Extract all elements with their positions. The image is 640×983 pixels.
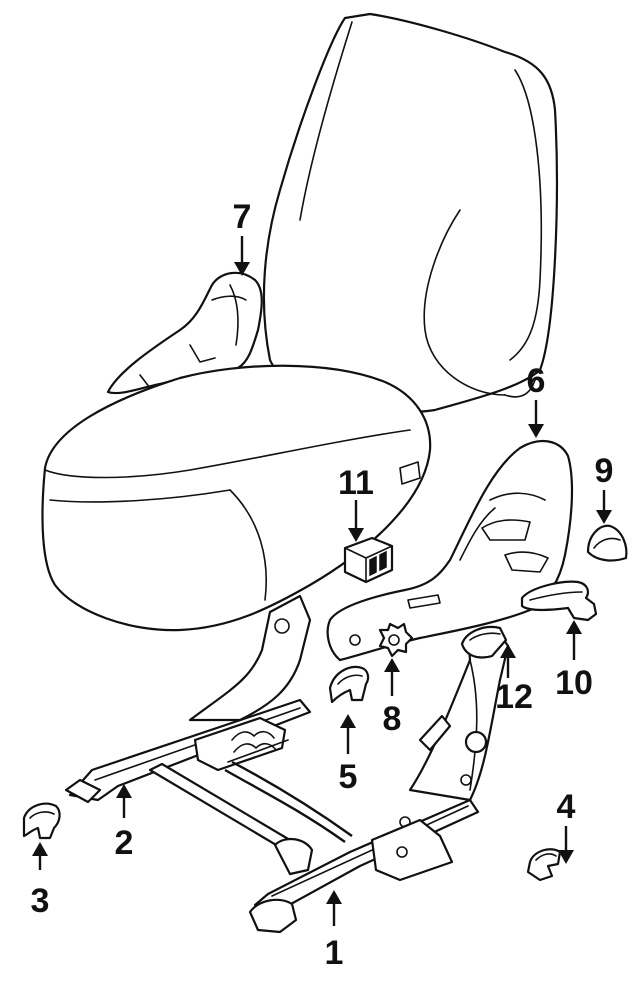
switch-part-11 bbox=[343, 536, 394, 584]
callout-labels: 7 6 11 9 10 8 12 5 2 3 4 1 bbox=[31, 198, 614, 972]
callout-11: 11 bbox=[338, 464, 374, 502]
callout-10: 10 bbox=[555, 664, 593, 702]
callout-8: 8 bbox=[383, 700, 402, 738]
callout-2: 2 bbox=[115, 824, 134, 862]
arrow-9 bbox=[596, 510, 612, 524]
knob-part-9 bbox=[586, 524, 628, 562]
arrow-11 bbox=[348, 528, 364, 542]
callout-4: 4 bbox=[557, 788, 576, 826]
arrow-3 bbox=[32, 842, 48, 856]
arrow-12 bbox=[500, 644, 516, 658]
callout-1: 1 bbox=[325, 934, 344, 972]
callout-5: 5 bbox=[339, 758, 358, 796]
arrow-1 bbox=[326, 890, 342, 904]
arrow-8 bbox=[384, 658, 400, 672]
callout-9: 9 bbox=[595, 452, 614, 490]
callout-12: 12 bbox=[495, 678, 533, 716]
arrow-7 bbox=[234, 262, 250, 276]
callout-7: 7 bbox=[233, 198, 252, 236]
arrow-4 bbox=[558, 850, 574, 864]
hook-clip-part-4 bbox=[526, 848, 562, 882]
leader-lines bbox=[32, 236, 612, 926]
handle-part-10 bbox=[520, 580, 598, 622]
clip-part-3 bbox=[22, 802, 61, 840]
clip-part-5 bbox=[328, 665, 370, 704]
seat-track-frame-part-1 bbox=[64, 594, 510, 934]
track-cover-part-12 bbox=[460, 625, 508, 659]
arrow-2 bbox=[116, 784, 132, 798]
callout-6: 6 bbox=[527, 362, 546, 400]
arrow-6 bbox=[528, 424, 544, 438]
arrow-5 bbox=[340, 714, 356, 728]
gear-nut-part-8 bbox=[378, 622, 414, 658]
arrow-10 bbox=[566, 620, 582, 634]
callout-3: 3 bbox=[31, 882, 50, 920]
seat-back bbox=[262, 12, 558, 414]
seat-cushion bbox=[41, 364, 432, 632]
